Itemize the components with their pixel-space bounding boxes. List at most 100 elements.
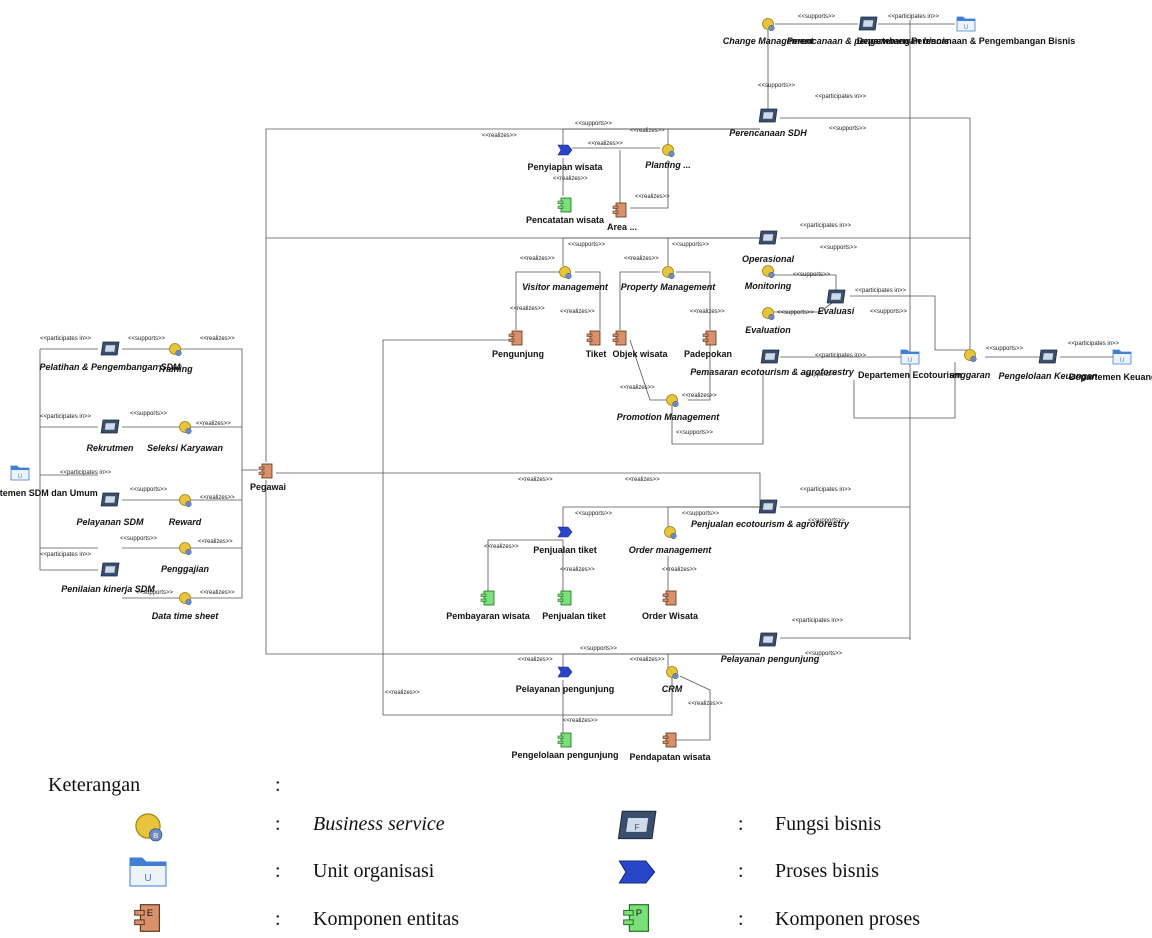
relation-labels: <<supports>> <<participates in>> <<suppo… (40, 14, 1120, 724)
node-dept-ecotourism: Departemen Ecotourism (858, 370, 962, 380)
function-icon (100, 419, 120, 434)
entity-component-icon (586, 330, 601, 346)
node-data-time: Data time sheet (152, 611, 220, 621)
legend-service-icon: B (135, 813, 163, 842)
rel-label: <<supports>> (793, 272, 831, 278)
legend-proses-bisnis: Proses bisnis (775, 860, 879, 882)
function-icon (826, 289, 846, 304)
rel-label: <<realizes>> (563, 718, 598, 724)
rel-label: <<participates in>> (855, 288, 907, 294)
rel-label: <<realizes>> (630, 657, 665, 663)
node-order-wisata: Order Wisata (642, 611, 699, 621)
rel-label: <<supports>> (136, 590, 174, 596)
rel-label: <<realizes>> (682, 393, 717, 399)
rel-label: <<supports>> (986, 346, 1024, 352)
process-component-icon (480, 590, 495, 606)
node-pemasaran: Pemasaran ecotourism & agroforestry (690, 367, 855, 377)
svg-text:U: U (144, 873, 151, 884)
entity-component-icon (662, 590, 677, 606)
node-monitoring: Monitoring (745, 281, 792, 291)
node-promotion-mgmt: Promotion Management (617, 412, 721, 422)
node-crm: CRM (662, 684, 683, 694)
service-icon (762, 307, 775, 321)
rel-label: <<participates in>> (800, 487, 852, 493)
node-pelatihan: Pelatihan & Pengembangan SDM (39, 362, 181, 372)
node-penyiapan-wisata: Penyiapan wisata (527, 162, 603, 172)
process-component-icon (557, 732, 572, 748)
legend-colon: : (738, 908, 744, 930)
svg-text:Change Management: Change Management (723, 36, 815, 46)
rel-label: <<supports>> (758, 83, 796, 89)
node-penggajian: Penggajian (161, 564, 210, 574)
unit-icon (1112, 349, 1132, 365)
node-training: Training (157, 364, 193, 374)
rel-label: <<supports>> (777, 310, 815, 316)
svg-text:E: E (147, 908, 153, 919)
node-penjualan-eco: Penjualan ecotourism & agroforestry (691, 519, 850, 529)
service-icon (559, 266, 572, 280)
rel-label: <<realizes>> (620, 385, 655, 391)
service-icon (666, 666, 679, 680)
rel-label: <<supports>> (829, 126, 867, 132)
node-pengelolaan-pengunjung: Pengelolaan pengunjung (511, 750, 618, 760)
service-icon (179, 542, 192, 556)
node-area: Area ... (607, 222, 637, 232)
rel-label: <<realizes>> (482, 133, 517, 139)
legend-colon: : (738, 813, 744, 835)
rel-label: <<supports>> (128, 336, 166, 342)
node-seleksi: Seleksi Karyawan (147, 443, 224, 453)
node-objek-wisata: Objek wisata (612, 349, 668, 359)
function-icon (100, 562, 120, 577)
service-icon (662, 144, 675, 158)
rel-label: <<participates in>> (40, 552, 92, 558)
rel-label: <<realizes>> (385, 690, 420, 696)
rel-label: <<supports>> (870, 309, 908, 315)
node-reward: Reward (169, 517, 202, 527)
function-icon (758, 230, 778, 245)
rel-label: <<realizes>> (635, 194, 670, 200)
legend-komponen-entitas: Komponen entitas (313, 908, 459, 930)
service-icon (964, 349, 977, 363)
node-evaluation: Evaluation (745, 325, 791, 335)
node-padepokan: Padepokan (684, 349, 732, 359)
node-dept-perencanaan: Departemen Perencanaan & Pengembangan Bi… (857, 36, 1076, 46)
unit-icon (10, 465, 30, 481)
entity-component-icon (662, 732, 677, 748)
rel-label: <<participates in>> (815, 353, 867, 359)
rel-label: <<participates in>> (40, 336, 92, 342)
node-evaluasi: Evaluasi (818, 306, 855, 316)
node-rekrutmen: Rekrutmen (86, 443, 134, 453)
node-penjualan-tiket: Penjualan tiket (533, 545, 597, 555)
rel-label: <<supports>> (575, 511, 613, 517)
node-dept-sdm: Departemen SDM dan Umum (0, 488, 98, 498)
rel-label: <<supports>> (672, 242, 710, 248)
rel-label: <<realizes>> (625, 477, 660, 483)
node-planting: Planting ... (645, 160, 691, 170)
node-perencanaan-bisnis: Perencanaan & pengembangan bisnis (787, 36, 950, 46)
rel-label: <<realizes>> (200, 336, 235, 342)
node-operasional: Operasional (742, 254, 795, 264)
svg-text:B: B (153, 831, 158, 840)
rel-label: <<realizes>> (484, 544, 519, 550)
rel-label: <<participates in>> (1068, 341, 1120, 347)
entity-component-icon (508, 330, 523, 346)
legend-unit-organisasi: Unit organisasi (313, 860, 435, 882)
legend-colon: : (738, 860, 744, 882)
rel-label: <<participates in>> (60, 470, 112, 476)
rel-label: <<realizes>> (198, 539, 233, 545)
unit-icon (900, 349, 920, 365)
node-penilaian: Penilaian kinerja SDM (61, 584, 155, 594)
function-icon (1038, 349, 1058, 364)
service-icon (169, 343, 182, 357)
rel-label: <<participates in>> (815, 94, 867, 100)
rel-label: <<supports>> (130, 411, 168, 417)
rel-label: <<realizes>> (200, 495, 235, 501)
node-penjualan-tiket-comp: Penjualan tiket (542, 611, 606, 621)
svg-text:P: P (636, 908, 642, 919)
rel-label: <<realizes>> (662, 567, 697, 573)
rel-label: <<realizes>> (690, 309, 725, 315)
entity-component-icon (258, 463, 273, 479)
node-anggaran: anggaran (950, 370, 991, 380)
legend-colon: : (275, 813, 281, 835)
process-icon (557, 666, 573, 678)
